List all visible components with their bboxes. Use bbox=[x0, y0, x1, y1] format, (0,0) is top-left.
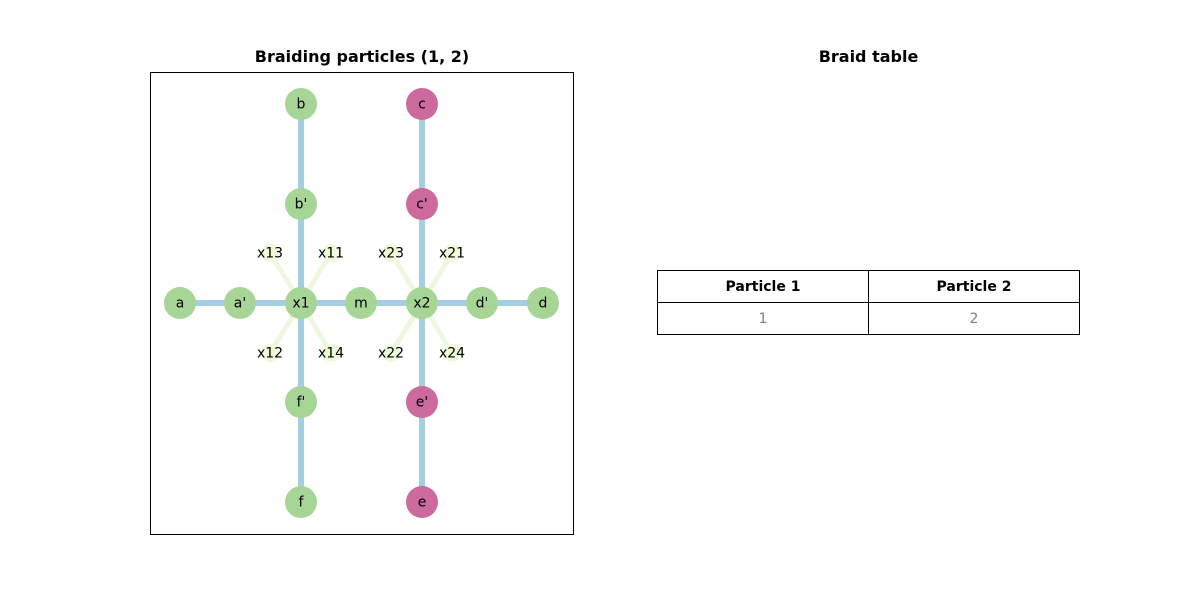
header-particle-1: Particle 1 bbox=[657, 270, 869, 303]
table-header-row: Particle 1 Particle 2 bbox=[657, 270, 1080, 303]
node-f bbox=[285, 486, 317, 518]
node-label-a-prime: a' bbox=[234, 296, 246, 312]
node-c bbox=[406, 88, 438, 120]
node-x24 bbox=[443, 344, 461, 362]
node-label-x12: x12 bbox=[257, 346, 283, 362]
cell-particle-1: 1 bbox=[657, 302, 869, 335]
node-label-b: b bbox=[297, 97, 306, 113]
node-label-x2: x2 bbox=[413, 296, 430, 312]
node-label-f-prime: f' bbox=[297, 395, 306, 411]
node-x21 bbox=[443, 244, 461, 262]
node-f-prime bbox=[285, 386, 317, 418]
node-label-x11: x11 bbox=[318, 246, 344, 262]
graph-title: Braiding particles (1, 2) bbox=[254, 47, 470, 66]
table-row: 1 2 bbox=[657, 302, 1080, 335]
node-label-x1: x1 bbox=[292, 296, 309, 312]
node-d bbox=[527, 287, 559, 319]
node-label-x13: x13 bbox=[257, 246, 283, 262]
node-label-e-prime: e' bbox=[416, 395, 428, 411]
node-label-d: d bbox=[539, 296, 548, 312]
node-label-x23: x23 bbox=[378, 246, 404, 262]
node-label-m: m bbox=[354, 296, 368, 312]
node-b bbox=[285, 88, 317, 120]
node-x13 bbox=[261, 244, 279, 262]
node-label-x22: x22 bbox=[378, 346, 404, 362]
node-a-prime bbox=[224, 287, 256, 319]
table-title: Braid table bbox=[818, 47, 919, 66]
node-label-a: a bbox=[176, 296, 185, 312]
node-x23 bbox=[382, 244, 400, 262]
header-particle-2: Particle 2 bbox=[868, 270, 1080, 303]
node-label-c-prime: c' bbox=[416, 197, 428, 213]
node-x22 bbox=[382, 344, 400, 362]
node-x12 bbox=[261, 344, 279, 362]
node-d-prime bbox=[466, 287, 498, 319]
graph-frame bbox=[150, 72, 574, 535]
node-a bbox=[164, 287, 196, 319]
node-label-x14: x14 bbox=[318, 346, 344, 362]
node-x11 bbox=[322, 244, 340, 262]
node-label-c: c bbox=[418, 97, 426, 113]
node-x14 bbox=[322, 344, 340, 362]
braid-table: Particle 1 Particle 2 1 2 bbox=[657, 270, 1080, 335]
node-m bbox=[345, 287, 377, 319]
node-c-prime bbox=[406, 188, 438, 220]
node-label-e: e bbox=[418, 495, 427, 511]
node-b-prime bbox=[285, 188, 317, 220]
node-label-x21: x21 bbox=[439, 246, 465, 262]
node-label-d-prime: d' bbox=[476, 296, 489, 312]
node-label-b-prime: b' bbox=[295, 197, 308, 213]
node-x1 bbox=[285, 287, 317, 319]
node-label-f: f bbox=[299, 495, 305, 511]
node-e-prime bbox=[406, 386, 438, 418]
cell-particle-2: 2 bbox=[868, 302, 1080, 335]
node-x2 bbox=[406, 287, 438, 319]
node-e bbox=[406, 486, 438, 518]
node-label-x24: x24 bbox=[439, 346, 465, 362]
